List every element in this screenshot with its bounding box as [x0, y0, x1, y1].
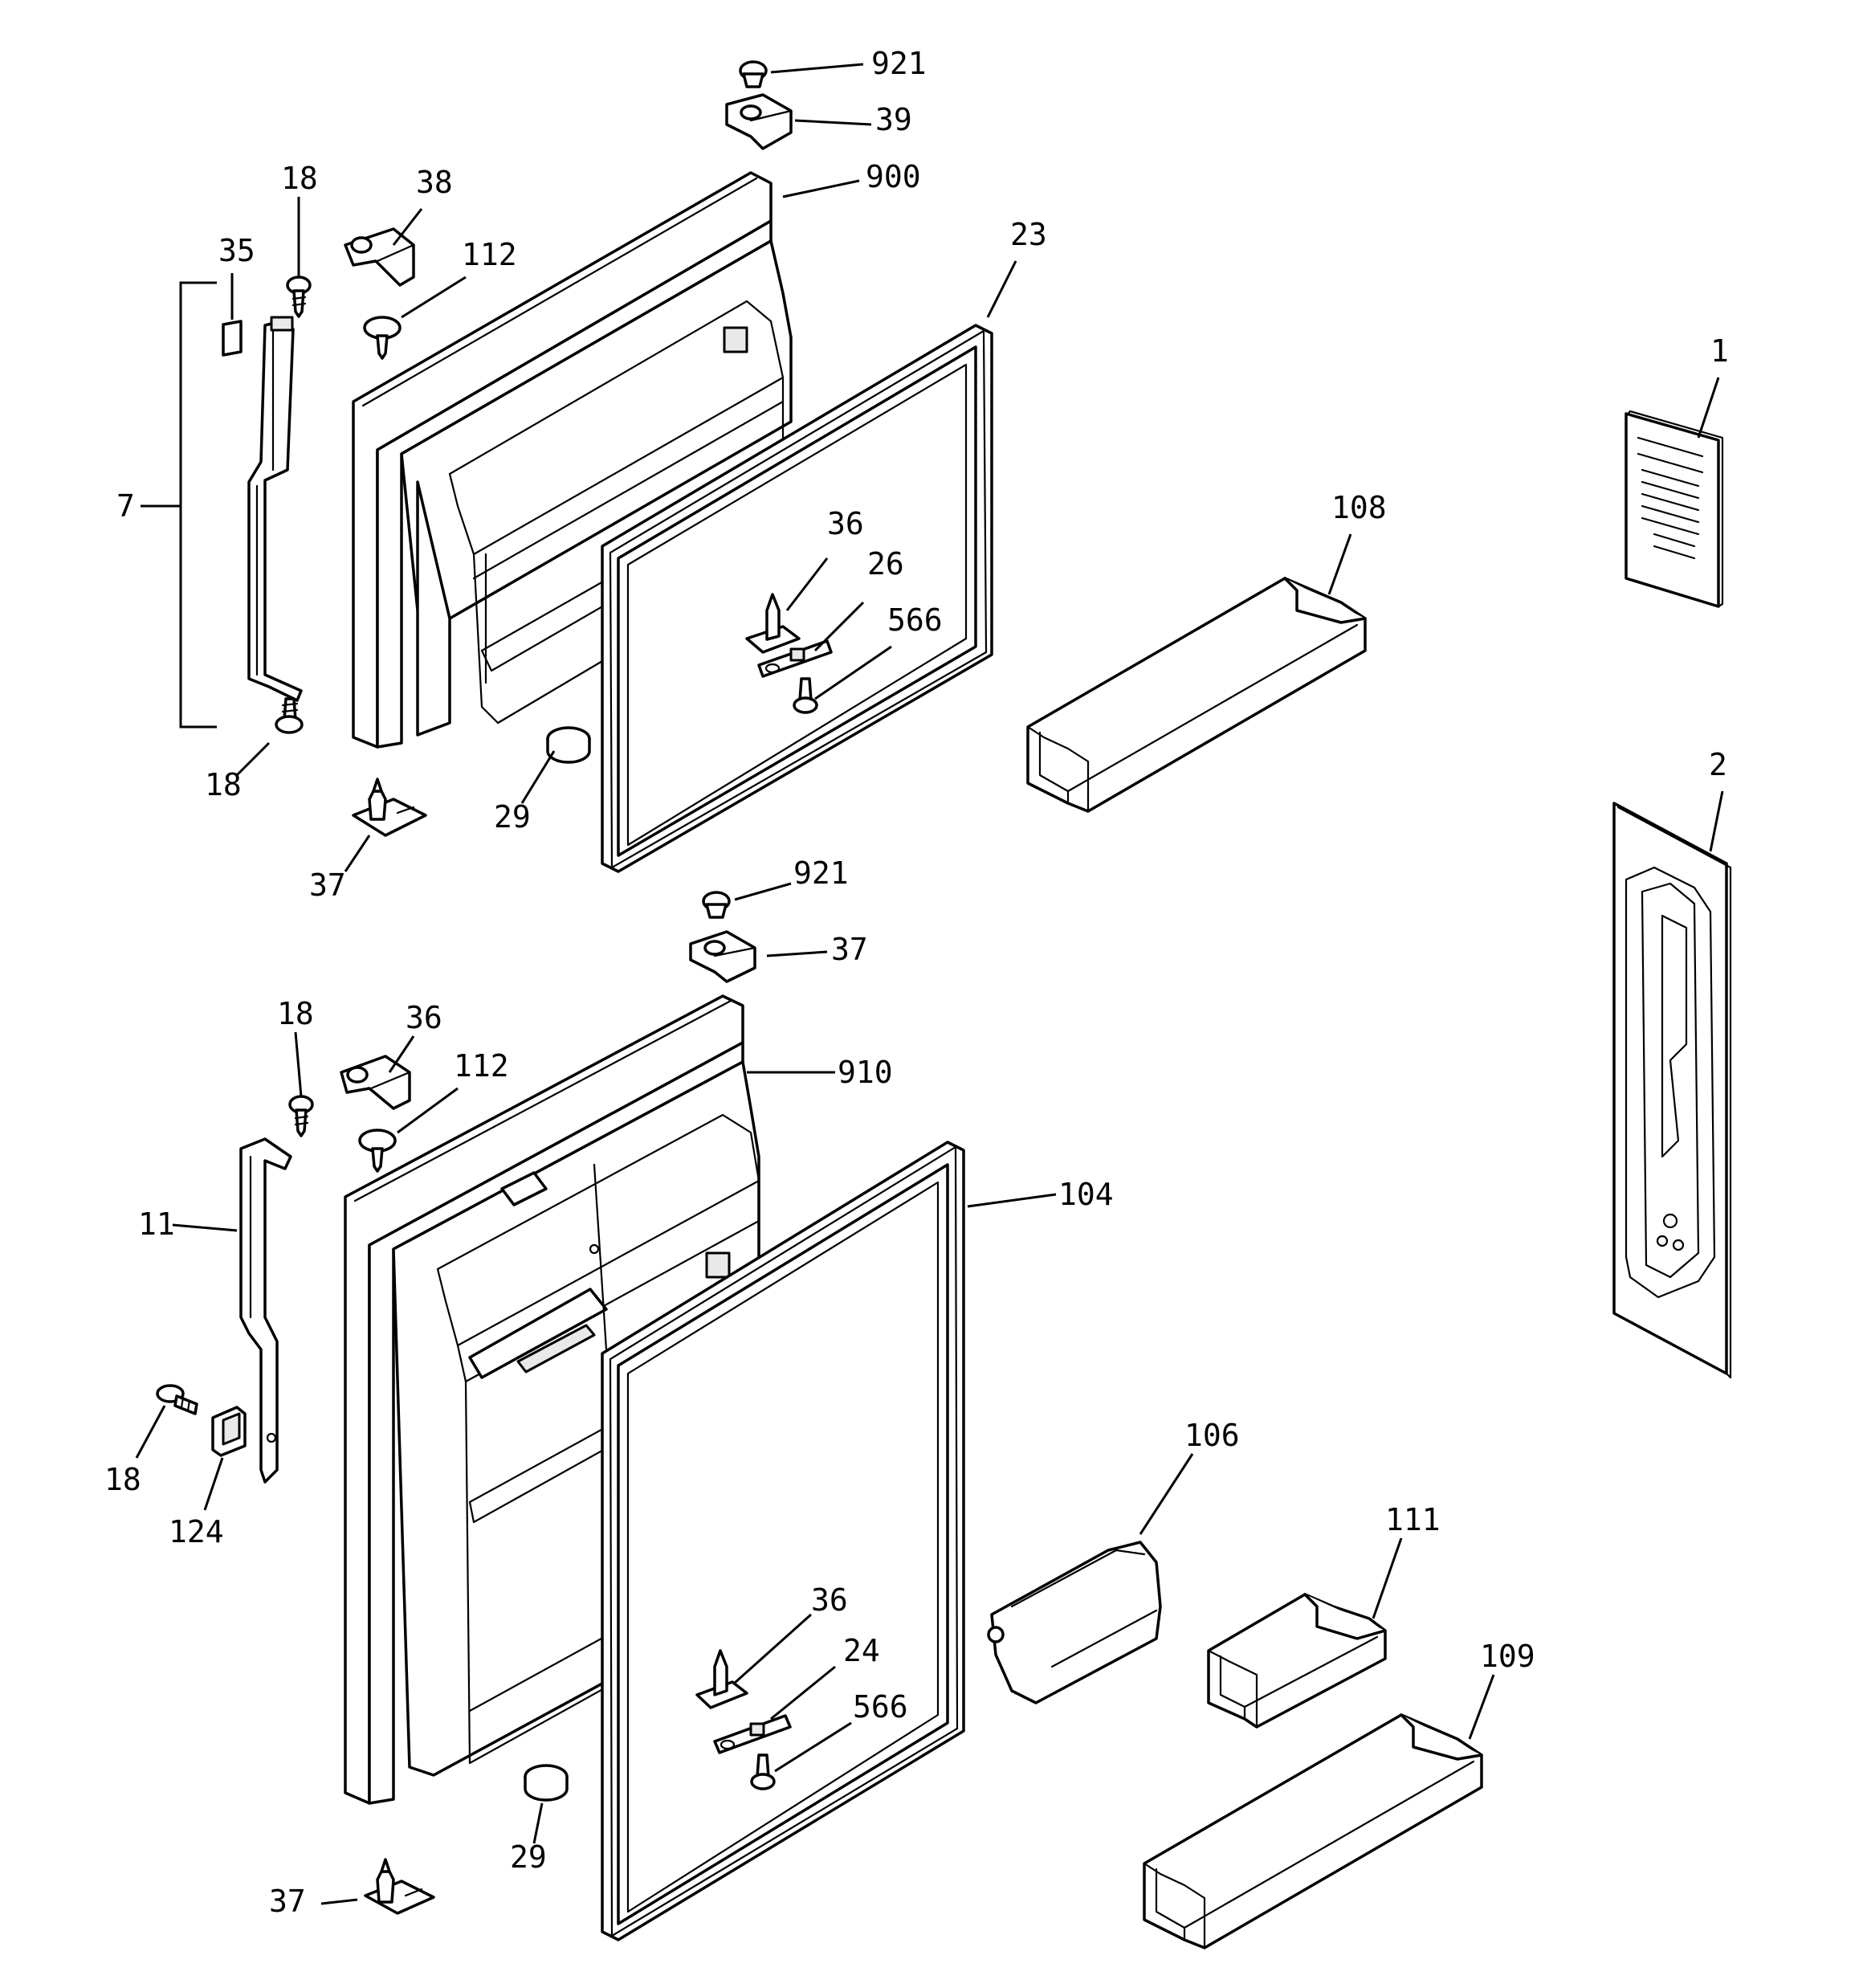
hinge-bracket-36-lower [340, 1055, 411, 1110]
callout-7: 7 [116, 488, 135, 524]
callout-18: 18 [104, 1462, 141, 1497]
callout-910: 910 [838, 1055, 893, 1090]
callout-566: 566 [887, 602, 943, 638]
callout-labels: 921 39 900 18 38 35 112 23 1 7 108 36 26… [104, 46, 1729, 1919]
callout-106: 106 [1184, 1418, 1240, 1453]
door-liner-2 [1612, 802, 1732, 1379]
screw-566-lower [750, 1753, 776, 1790]
fresh-food-door-gasket-104 [601, 1141, 965, 1941]
callout-104: 104 [1058, 1177, 1114, 1212]
screw-18-mid [275, 697, 304, 734]
dairy-compartment-106 [987, 1541, 1162, 1704]
callout-37: 37 [831, 932, 868, 967]
screw-18-lower-left [156, 1384, 198, 1415]
callout-111: 111 [1385, 1502, 1441, 1537]
callout-29: 29 [494, 799, 531, 835]
callout-36: 36 [827, 506, 864, 541]
instruction-sheet-1 [1625, 410, 1724, 608]
handle-7-bracket [179, 281, 217, 729]
grommet-29-lower [524, 1764, 569, 1802]
callout-37: 37 [309, 867, 346, 903]
callout-24: 24 [843, 1633, 880, 1668]
callout-26: 26 [867, 546, 904, 582]
hinge-bracket-38 [344, 227, 415, 287]
callout-921: 921 [793, 855, 849, 891]
callout-2: 2 [1709, 747, 1727, 782]
callout-566: 566 [853, 1689, 908, 1725]
plug-921-lower [702, 891, 731, 919]
hinge-pin-36-upper [745, 593, 801, 654]
door-bin-111 [1207, 1593, 1387, 1729]
callout-900: 900 [866, 159, 921, 194]
clip-124 [211, 1406, 247, 1457]
door-bin-108 [1026, 577, 1367, 813]
hinge-bracket-37-lower-top [689, 930, 756, 983]
callout-36: 36 [406, 1000, 442, 1035]
callout-37: 37 [269, 1884, 306, 1919]
callout-18: 18 [277, 996, 314, 1031]
door-bin-109 [1143, 1713, 1483, 1949]
screw-18-lower-top [288, 1095, 314, 1137]
callout-38: 38 [416, 165, 453, 200]
nameplate-35 [222, 320, 243, 357]
hinge-pin-36-lower [695, 1649, 748, 1709]
callout-18: 18 [205, 767, 242, 802]
plug-921-upper [739, 60, 768, 88]
screw-566-upper [793, 677, 818, 714]
callout-23: 23 [1010, 217, 1047, 252]
hinge-bracket-39 [725, 93, 793, 150]
callout-921: 921 [871, 46, 927, 81]
callout-112: 112 [454, 1048, 509, 1084]
callout-29: 29 [510, 1839, 547, 1875]
callout-108: 108 [1331, 490, 1387, 525]
hinge-pin-112-upper [363, 316, 402, 360]
freezer-handle-7 [247, 316, 303, 702]
hinge-plate-24 [713, 1714, 792, 1754]
hinge-bracket-37-lower-bottom [364, 1858, 435, 1915]
grommet-29-upper [546, 726, 591, 764]
callout-11: 11 [138, 1206, 175, 1242]
hinge-plate-26 [757, 639, 833, 678]
callout-36: 36 [811, 1582, 848, 1618]
callout-109: 109 [1480, 1639, 1535, 1674]
hinge-pin-112-lower [358, 1129, 397, 1173]
callout-18: 18 [281, 161, 318, 196]
callout-112: 112 [462, 237, 517, 272]
callout-39: 39 [875, 102, 912, 137]
screw-18-upper [286, 276, 312, 318]
leader-lines [135, 63, 1724, 1905]
callout-35: 35 [218, 233, 255, 268]
hinge-bracket-37-upper [352, 778, 427, 837]
callout-124: 124 [169, 1514, 224, 1549]
fresh-food-handle-11 [239, 1137, 292, 1484]
callout-1: 1 [1710, 333, 1729, 369]
